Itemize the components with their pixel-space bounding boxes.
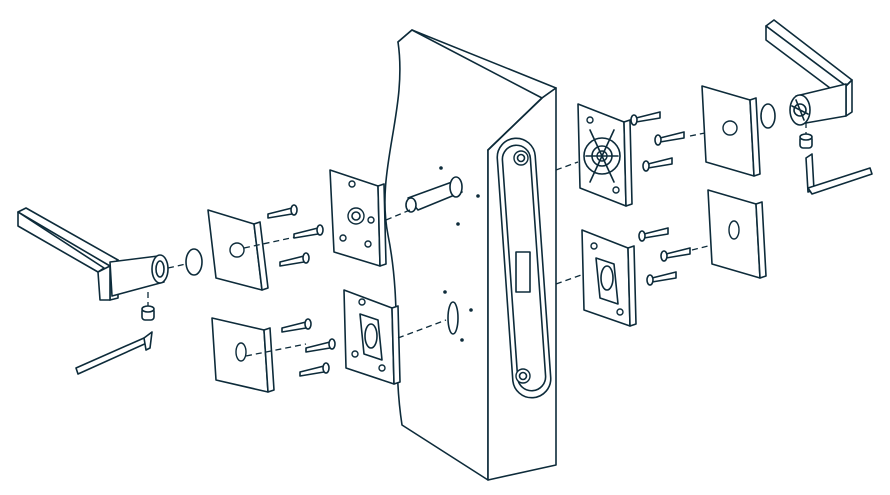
right-upper-screws bbox=[630, 111, 685, 172]
door-drill-holes bbox=[439, 166, 480, 342]
left-grub-screw bbox=[141, 292, 155, 321]
left-axis-line-5 bbox=[397, 319, 447, 339]
left-keyhole-base-plate bbox=[343, 289, 401, 385]
left-axis-line bbox=[167, 263, 187, 269]
right-handle-rose bbox=[701, 85, 761, 177]
right-axis-line-3 bbox=[555, 273, 585, 285]
left-lower-screws bbox=[281, 318, 336, 377]
right-o-ring bbox=[760, 103, 776, 129]
right-axis-line-4 bbox=[691, 241, 725, 251]
left-upper-screws bbox=[267, 204, 324, 267]
left-lever-handle bbox=[17, 207, 169, 301]
left-hex-key bbox=[75, 331, 153, 375]
right-keyhole-escutcheon bbox=[707, 189, 767, 279]
right-lever-handle bbox=[765, 19, 853, 126]
left-axis-line-3 bbox=[385, 209, 411, 221]
spindle bbox=[405, 176, 463, 213]
right-axis-line bbox=[555, 161, 579, 171]
right-handle-base-plate bbox=[577, 103, 633, 207]
right-grub-screw bbox=[799, 122, 813, 149]
left-o-ring bbox=[185, 248, 203, 276]
left-keyhole-escutcheon bbox=[211, 317, 275, 393]
left-axis-line-4 bbox=[245, 343, 307, 357]
right-keyhole-base-plate bbox=[581, 229, 637, 327]
left-handle-base-plate bbox=[329, 169, 387, 267]
left-handle-rose bbox=[207, 209, 269, 291]
mortise-lock-faceplate bbox=[496, 137, 552, 399]
right-lower-screws bbox=[638, 227, 691, 286]
right-hex-key bbox=[805, 153, 873, 195]
